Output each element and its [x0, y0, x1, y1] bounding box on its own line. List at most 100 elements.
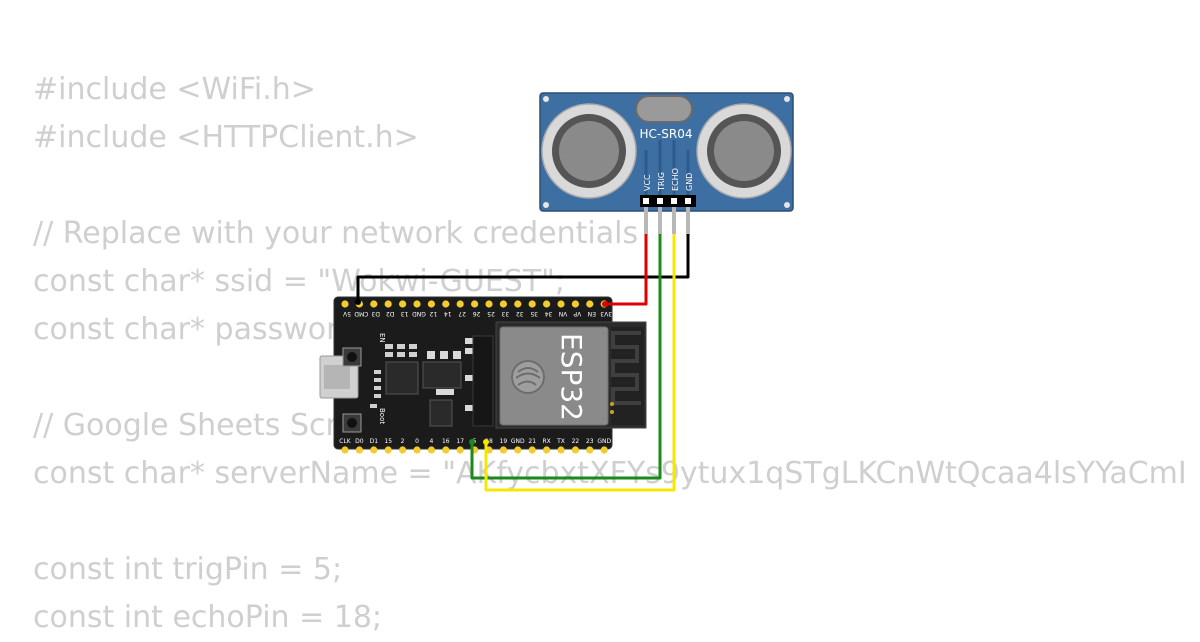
- boot-button-label: Boot: [378, 408, 386, 424]
- top-pin-32[interactable]: [514, 300, 522, 308]
- esp32-devkit[interactable]: EN Boot: [319, 296, 647, 454]
- boot-button[interactable]: [342, 413, 362, 433]
- bottom-pin-d1[interactable]: [370, 446, 378, 454]
- bottom-pin-label: GND: [597, 438, 611, 445]
- code-line: #include <WiFi.h>: [33, 72, 316, 107]
- voltage-regulator: [422, 361, 462, 389]
- code-line: const char* serverName = "AKfycbxtXFYs9y…: [33, 456, 1187, 491]
- bottom-pin-rx[interactable]: [543, 446, 551, 454]
- bottom-pin-4[interactable]: [427, 446, 435, 454]
- mount-hole: [543, 96, 549, 102]
- top-pin-label: 33: [501, 310, 509, 317]
- usb-uart-chip: [385, 361, 419, 395]
- top-pin-vp[interactable]: [571, 300, 580, 308]
- bottom-pin-label: D1: [370, 438, 379, 445]
- regulator-pins: [427, 351, 461, 395]
- top-pin-12[interactable]: [427, 300, 435, 308]
- bottom-pin-21[interactable]: [528, 446, 536, 454]
- bottom-pin-label: CLK: [339, 438, 352, 445]
- top-pin-label: 5V: [342, 310, 351, 317]
- bottom-pin-label: RX: [542, 438, 550, 445]
- top-pin-label: D3: [371, 310, 380, 317]
- top-pin-label: 27: [458, 310, 466, 317]
- bottom-pin-d0[interactable]: [355, 446, 363, 454]
- sensor-label: HC-SR04: [640, 127, 693, 141]
- bottom-pin-17[interactable]: [456, 446, 464, 454]
- bottom-pin-22[interactable]: [571, 446, 580, 454]
- bottom-pin-15[interactable]: [384, 446, 392, 454]
- top-pin-label: EN: [588, 310, 596, 317]
- chip-label: ESP32: [555, 333, 588, 421]
- top-pin-label: 25: [487, 310, 495, 317]
- wire-trig[interactable]: [470, 234, 662, 480]
- bottom-pin-tx[interactable]: [557, 446, 565, 454]
- board-trace-area: [472, 335, 494, 427]
- wire-echo[interactable]: [484, 234, 676, 492]
- top-pin-en[interactable]: [586, 300, 594, 308]
- top-pin-25[interactable]: [485, 300, 493, 308]
- usb-port[interactable]: [319, 355, 359, 399]
- misc-pads: [465, 338, 475, 411]
- sensor-pin-labels: VCC TRIG ECHO GND: [643, 168, 694, 192]
- top-pin-5v[interactable]: [341, 300, 349, 308]
- code-line: // Replace with your network credentials: [33, 216, 639, 251]
- pin-label-vcc: VCC: [643, 174, 652, 191]
- top-pin-26[interactable]: [471, 300, 479, 308]
- top-pin-label: VN: [559, 310, 568, 317]
- ldo-chip: [429, 399, 453, 427]
- en-button[interactable]: [342, 347, 362, 367]
- crystal-oscillator: [635, 95, 693, 123]
- bottom-pin-label: TX: [556, 438, 565, 445]
- top-pin-label: GND: [412, 310, 426, 317]
- top-pin-13[interactable]: [399, 300, 407, 308]
- receiver-transducer: [696, 103, 792, 199]
- bottom-pin-label: 23: [586, 438, 594, 445]
- wire-endpoints: [355, 299, 608, 445]
- top-pin-35[interactable]: [528, 300, 536, 308]
- code-editor-text: #include <WiFi.h>#include <HTTPClient.h>…: [33, 66, 1187, 642]
- mount-hole: [784, 96, 790, 102]
- pin-label-gnd: GND: [685, 173, 694, 191]
- top-pin-label: 3V3: [600, 310, 612, 317]
- top-pin-label: 35: [530, 310, 538, 317]
- bottom-pin-16[interactable]: [442, 446, 450, 454]
- bottom-pin-clk[interactable]: [341, 446, 349, 454]
- bottom-pin-label: 17: [456, 438, 464, 445]
- bottom-pin-0[interactable]: [413, 446, 421, 454]
- top-pin-label: 14: [444, 310, 452, 317]
- bottom-pin-label: 21: [528, 438, 536, 445]
- top-pin-27[interactable]: [456, 300, 464, 308]
- top-pin-label: D2: [386, 310, 395, 317]
- bottom-pin-2[interactable]: [399, 446, 407, 454]
- top-pin-vn[interactable]: [557, 300, 565, 308]
- bottom-pin-23[interactable]: [586, 446, 594, 454]
- top-pin-33[interactable]: [499, 300, 507, 308]
- top-pin-d3[interactable]: [370, 300, 378, 308]
- sensor-traces: [644, 140, 690, 196]
- top-pin-gnd[interactable]: [413, 300, 421, 308]
- bottom-pin-label: 19: [500, 438, 508, 445]
- pin-label-trig: TRIG: [657, 172, 666, 192]
- wire-gnd[interactable]: [356, 234, 690, 302]
- hc-sr04-sensor[interactable]: HC-SR04 VCC TRIG ECHO GND: [539, 92, 794, 234]
- esp32-module: [495, 321, 647, 429]
- top-pin-label: 13: [401, 310, 409, 317]
- bottom-pin-gnd[interactable]: [514, 446, 522, 454]
- top-pin-14[interactable]: [442, 300, 450, 308]
- wire-vcc[interactable]: [605, 234, 648, 306]
- code-line: const int trigPin = 5;: [33, 552, 343, 587]
- top-pin-label: CMD: [354, 310, 368, 317]
- top-pin-label: 12: [429, 310, 437, 317]
- bottom-pin-gnd[interactable]: [600, 446, 608, 454]
- bottom-pin-19[interactable]: [499, 446, 507, 454]
- bottom-pin-label: D0: [355, 438, 364, 445]
- espressif-logo-icon: [511, 360, 545, 394]
- mount-hole: [784, 202, 790, 208]
- bottom-pin-label: 22: [572, 438, 580, 445]
- bottom-pin-label: GND: [511, 438, 525, 445]
- top-pin-34[interactable]: [543, 300, 551, 308]
- top-pin-d2[interactable]: [384, 300, 392, 308]
- bottom-pin-header[interactable]: CLKD0D115204161751819GND21RXTX2223GND: [339, 438, 611, 454]
- wires: [356, 234, 690, 492]
